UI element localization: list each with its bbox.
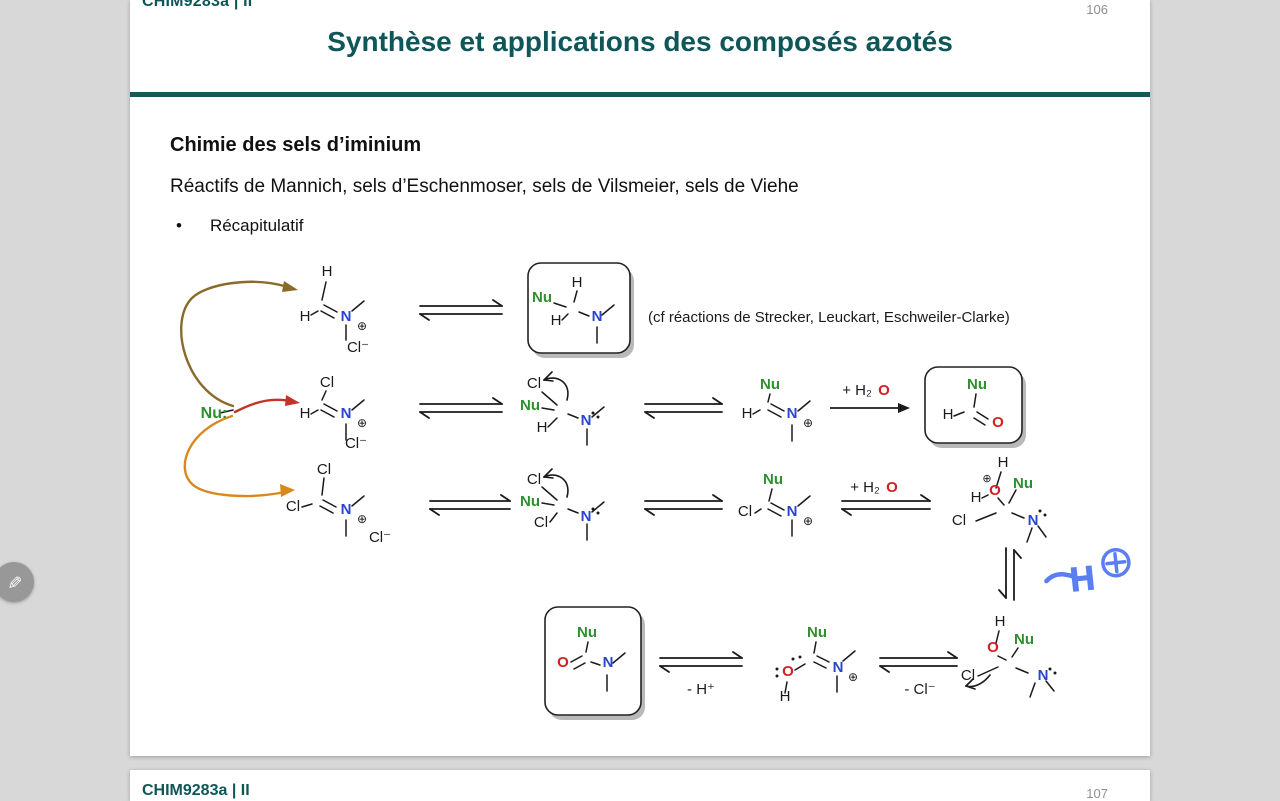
scheme-label: Cl (527, 375, 541, 392)
title-rule (130, 92, 1150, 97)
annotate-pencil-button[interactable]: ✎ (0, 562, 34, 602)
scheme-label: N (1038, 667, 1049, 684)
page-number-next: 107 (1086, 786, 1108, 801)
scheme-label: ⊕ (803, 514, 813, 528)
scheme-label: Cl (320, 374, 334, 391)
scheme-label: H (971, 489, 982, 506)
scheme-label: ⊕ (803, 416, 813, 430)
scheme-label: Cl (952, 512, 966, 529)
page-number: 106 (1086, 2, 1108, 17)
slide-107: CHIM9283a | II 107 (130, 770, 1150, 801)
scheme-label: N (341, 501, 352, 518)
scheme-label: Cl (961, 667, 975, 684)
course-code: CHIM9283a | II (142, 0, 253, 10)
scheme-label: Nu (520, 493, 540, 510)
scheme-label: ⊕ (357, 512, 367, 526)
scheme-label: Cl⁻ (345, 435, 367, 452)
scheme-label: N (581, 508, 592, 525)
scheme-label: H (780, 688, 791, 705)
scheme-label: ⊕ (848, 670, 858, 684)
course-code-next: CHIM9283a | II (142, 782, 250, 799)
scheme-label: N (341, 308, 352, 325)
scheme-label: + H₂ (842, 382, 872, 399)
scheme-label: N (1028, 512, 1039, 529)
scheme-label: H (551, 312, 562, 329)
scheme-label: H (300, 405, 311, 422)
scheme-label: Nu (532, 289, 552, 306)
scheme-label: Nu (577, 624, 597, 641)
scheme-label: H (742, 405, 753, 422)
scheme-label: Nu (520, 397, 540, 414)
scheme-label: Nu: (201, 405, 228, 422)
scheme-label: N (581, 412, 592, 429)
scheme-label: Nu (1014, 631, 1034, 648)
scheme-label: O (989, 482, 1001, 499)
scheme-label: O (782, 663, 794, 680)
handwritten-annotation: H (1044, 547, 1131, 600)
scheme-label: H (572, 274, 583, 291)
scheme-label: Nu (760, 376, 780, 393)
scheme-label: Cl (317, 461, 331, 478)
scheme-label: Nu (807, 624, 827, 641)
scheme-label: O (557, 654, 569, 671)
scheme-label: Cl (527, 471, 541, 488)
scheme-label: N (592, 308, 603, 325)
scheme-label: ⊕ (357, 319, 367, 333)
scheme-label: - Cl⁻ (904, 681, 935, 698)
bullet-text: Récapitulatif (209, 216, 304, 235)
scheme-label: ⊕ (982, 473, 991, 485)
scheme-label: O (987, 639, 999, 656)
scheme-label: H (300, 308, 311, 325)
scheme-label: - H⁺ (687, 681, 715, 698)
svg-text:H: H (1068, 559, 1096, 599)
scheme-label: N (787, 503, 798, 520)
scheme-label: + H₂ (850, 479, 880, 496)
scheme-label: Cl (738, 503, 752, 520)
scheme-label: O (992, 414, 1004, 431)
scheme-label: Nu (1013, 475, 1033, 492)
scheme-label: H (537, 419, 548, 436)
scheme-label: H (322, 263, 333, 280)
scheme-label: O (878, 382, 890, 399)
scheme-label: Cl⁻ (347, 339, 369, 356)
scheme-label: N (833, 659, 844, 676)
scheme-label: Cl (286, 498, 300, 515)
scheme-label: N (603, 654, 614, 671)
scheme-label: H (998, 454, 1009, 471)
slide-title: Synthèse et applications des composés az… (327, 26, 953, 57)
scheme-label: N (341, 405, 352, 422)
scheme-label: H (995, 613, 1006, 630)
scheme-label: ⊕ (357, 416, 367, 430)
scheme-label: Nu (967, 376, 987, 393)
scheme-label: H (943, 406, 954, 423)
scheme-label: Nu (763, 471, 783, 488)
scheme-label: Cl (534, 514, 548, 531)
slide-106: CHIM9283a | II 106 Synthèse et applicati… (130, 0, 1150, 756)
scheme-label: N (787, 405, 798, 422)
scheme-label: (cf réactions de Strecker, Leuckart, Esc… (648, 309, 1010, 326)
scheme-label: O (886, 479, 898, 496)
section-heading: Chimie des sels d’iminium (170, 134, 422, 156)
bullet-marker: • (176, 216, 182, 235)
bullet-item: • Récapitulatif (176, 216, 304, 236)
pencil-icon: ✎ (4, 574, 25, 590)
scheme-label: Cl⁻ (369, 529, 391, 546)
section-subheading: Réactifs de Mannich, sels d’Eschenmoser,… (170, 176, 799, 197)
